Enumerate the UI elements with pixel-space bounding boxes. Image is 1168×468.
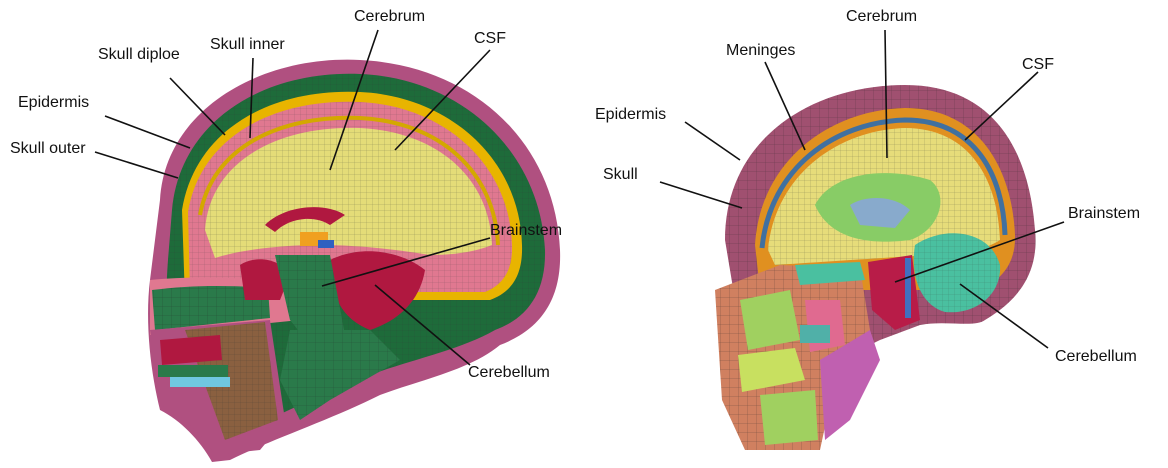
leader-left-epidermis bbox=[105, 116, 190, 148]
label-left-brainstem: Brainstem bbox=[490, 222, 562, 240]
label-right-csf: CSF bbox=[1022, 56, 1054, 74]
leader-right-epidermis bbox=[685, 122, 740, 160]
label-left-epidermis: Epidermis bbox=[18, 94, 89, 112]
label-right-epidermis: Epidermis bbox=[595, 106, 666, 124]
label-left-skull-outer: Skull outer bbox=[10, 140, 86, 158]
label-left-cerebrum: Cerebrum bbox=[354, 8, 425, 26]
label-left-cerebellum: Cerebellum bbox=[468, 364, 550, 382]
label-right-cerebrum: Cerebrum bbox=[846, 8, 917, 26]
leader-left-skull-outer bbox=[95, 152, 178, 178]
label-right-skull: Skull bbox=[603, 166, 638, 184]
label-right-meninges: Meninges bbox=[726, 42, 795, 60]
label-right-brainstem: Brainstem bbox=[1068, 205, 1140, 223]
label-left-skull-inner: Skull inner bbox=[210, 36, 285, 54]
label-left-csf: CSF bbox=[474, 30, 506, 48]
label-left-skull-diploe: Skull diploe bbox=[98, 46, 180, 64]
right-head-model bbox=[715, 85, 1036, 450]
label-right-cerebellum: Cerebellum bbox=[1055, 348, 1137, 366]
leader-right-skull bbox=[660, 182, 742, 208]
